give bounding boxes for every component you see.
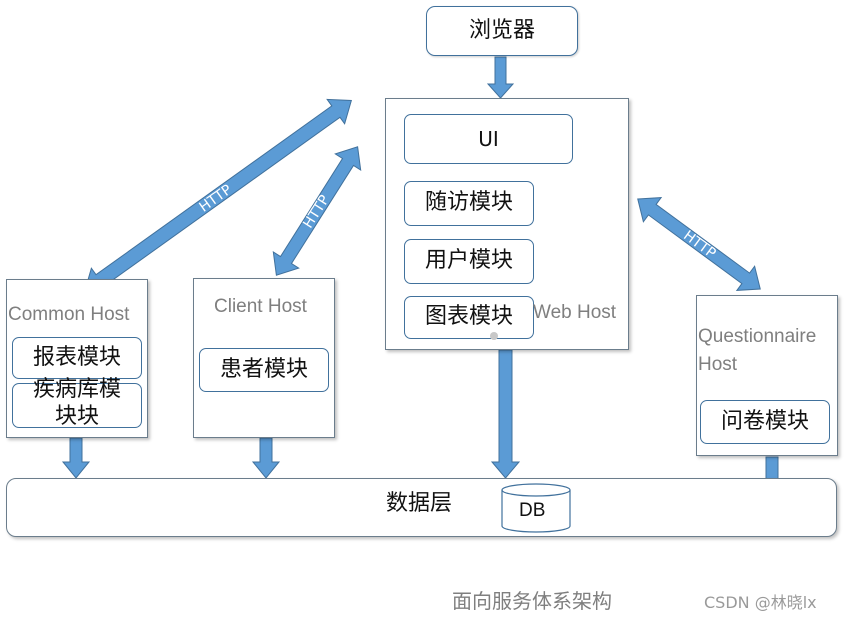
questionnaire-host-label: Questionnaire Host <box>698 326 817 375</box>
web-to-data-arrow <box>490 349 521 479</box>
diagram-caption: 面向服务体系架构 <box>452 589 612 613</box>
followup-module: 随访模块 <box>404 181 534 226</box>
disease-library-module: 疾病库模 块块 <box>12 378 142 428</box>
db-cylinder <box>501 483 571 533</box>
common-host-label: Common Host <box>8 304 130 325</box>
http-arrow-questionnaire <box>637 197 761 291</box>
chart-module-dot <box>490 332 498 340</box>
http-label-questionnaire: HTTP <box>680 228 718 262</box>
questionnaire-module: 问卷模块 <box>700 400 830 444</box>
common-to-data-arrow <box>61 437 91 479</box>
db-label: DB <box>519 500 546 521</box>
patient-module: 患者模块 <box>199 348 329 392</box>
client-host-label: Client Host <box>214 296 307 317</box>
http-label-client: HTTP <box>300 192 333 231</box>
http-arrow-client <box>272 146 362 276</box>
browser-box: 浏览器 <box>426 6 578 56</box>
browser-to-web-arrow <box>486 56 515 99</box>
data-layer-label: 数据层 <box>386 491 453 516</box>
data-layer-box: 数据层 <box>6 478 837 537</box>
report-module: 报表模块 <box>12 337 142 379</box>
csdn-watermark: CSDN @林晓lx <box>704 593 817 612</box>
http-label-common: HTTP <box>196 182 234 216</box>
ui-module: UI <box>404 114 573 164</box>
chart-module: 图表模块 <box>404 296 534 339</box>
web-host-label: Web Host <box>533 302 617 323</box>
client-to-data-arrow <box>251 437 281 479</box>
browser-label: 浏览器 <box>468 17 535 43</box>
user-module: 用户模块 <box>404 239 534 284</box>
